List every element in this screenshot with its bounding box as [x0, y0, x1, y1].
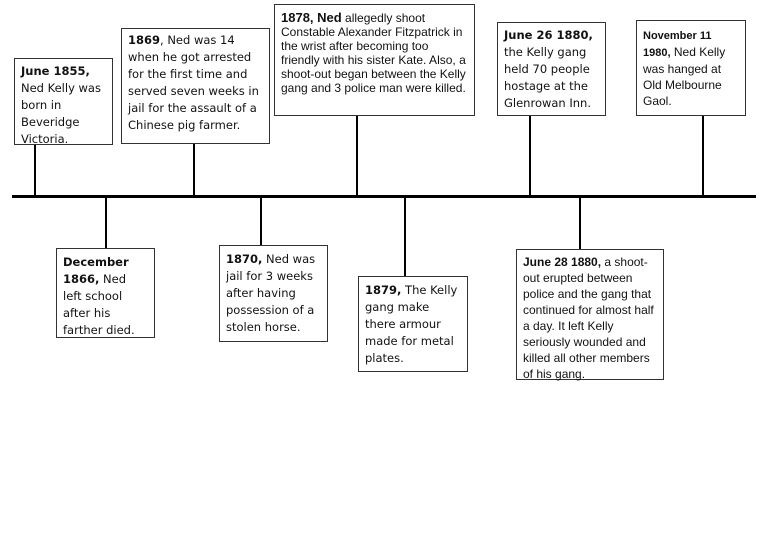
timeline-axis	[12, 195, 756, 198]
tick-june-26-1880	[529, 116, 531, 196]
event-dec-1866: December 1866, Ned left school after his…	[56, 248, 155, 338]
tick-1870	[260, 197, 262, 245]
event-1869: 1869, Ned was 14 when he got arrested fo…	[121, 28, 270, 144]
event-text: a shoot-out erupted between police and t…	[523, 255, 654, 381]
tick-1879	[404, 197, 406, 276]
event-june-26-1880: June 26 1880, the Kelly gang held 70 peo…	[497, 22, 606, 116]
event-date: June 26 1880,	[504, 28, 593, 42]
event-date: 1878, Ned	[281, 10, 342, 25]
event-text: , Ned was 14 when he got arrested for th…	[128, 33, 259, 132]
tick-june-1855	[34, 145, 36, 196]
event-date: November 11 1980,	[643, 30, 712, 59]
event-date: June 1855,	[21, 64, 90, 78]
event-1878: 1878, Ned allegedly shoot Constable Alex…	[274, 4, 475, 116]
event-date: 1870,	[226, 252, 263, 266]
event-june-28-1880: June 28 1880, a shoot-out erupted betwee…	[516, 249, 664, 381]
event-nov-11-1980: November 11 1980, Ned Kelly was hanged a…	[636, 20, 746, 116]
event-date: December 1866,	[63, 255, 129, 286]
event-1870: 1870, Ned was jail for 3 weeks after hav…	[219, 245, 328, 342]
event-text: Ned Kelly was born in Beveridge Victoria…	[21, 81, 101, 146]
event-1879: 1879, The Kelly gang make there armour m…	[358, 276, 468, 372]
event-date: June 28 1880,	[523, 255, 602, 269]
tick-1878	[356, 116, 358, 196]
event-date: 1879,	[365, 283, 402, 297]
event-text: Ned left school after his farther died.	[63, 272, 135, 337]
tick-1869	[193, 144, 195, 196]
event-date: 1869	[128, 33, 161, 47]
event-text: The Kelly gang make there armour made fo…	[365, 283, 458, 365]
event-june-1855: June 1855, Ned Kelly was born in Beverid…	[14, 58, 113, 146]
event-text: allegedly shoot Constable Alexander Fitz…	[281, 11, 466, 95]
event-text: the Kelly gang held 70 people hostage at…	[504, 45, 592, 110]
tick-nov-11-1980	[702, 116, 704, 196]
tick-june-28-1880	[579, 197, 581, 249]
event-text: Ned was jail for 3 weeks after having po…	[226, 252, 316, 334]
event-text: Ned Kelly was hanged at Old Melbourne Ga…	[643, 45, 726, 108]
tick-dec-1866	[105, 197, 107, 248]
